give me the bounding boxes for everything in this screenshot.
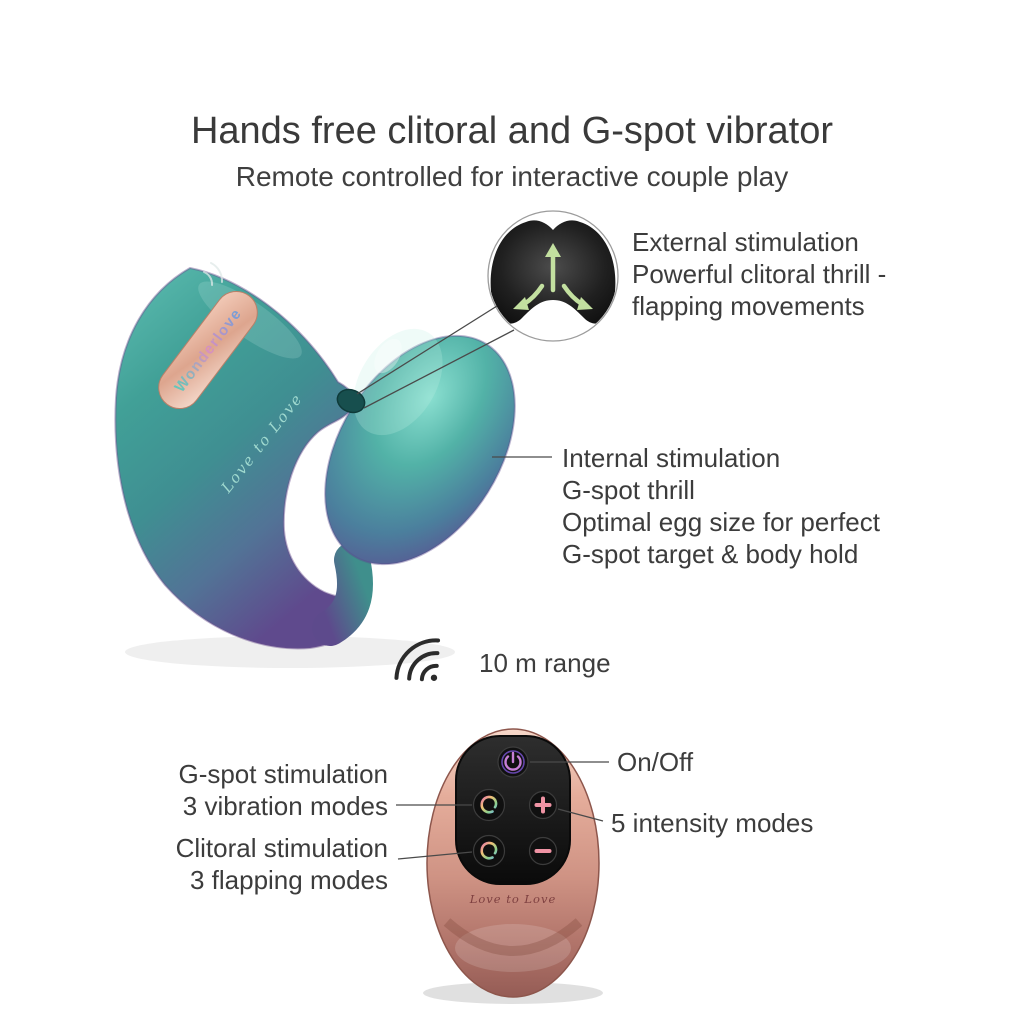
remote-brand-script: Love to Love <box>469 892 557 906</box>
clitoral-flapper-nub <box>336 388 366 414</box>
clitoral-mode-callout: Clitoral stimulation 3 flapping modes <box>176 832 388 896</box>
intensity-plus-button <box>528 790 558 820</box>
vibration-marks <box>203 262 224 286</box>
wave-mode-icon <box>480 795 498 814</box>
flapping-mode-button <box>472 834 506 868</box>
gspot-mode-callout: G-spot stimulation 3 vibration modes <box>178 758 388 822</box>
clitoral-callout-line <box>397 851 473 860</box>
callout-line-text: Internal stimulation <box>562 443 781 473</box>
plus-icon <box>534 796 552 814</box>
callout-line-text: Powerful clitoral thrill - <box>632 259 887 289</box>
wave-mode-icon <box>480 841 498 860</box>
shell-glow <box>455 924 571 972</box>
page-title: Hands free clitoral and G-spot vibrator <box>190 110 834 152</box>
wireless-waves-icon <box>394 638 441 682</box>
product-photo: Wonderlove Love to Love <box>114 262 516 650</box>
zoom-inset <box>487 210 619 342</box>
onoff-label: On/Off <box>617 747 694 777</box>
vibration-mode-button <box>472 788 506 822</box>
egg-sheen <box>353 328 443 436</box>
callout-line-text: Clitoral stimulation <box>175 833 388 863</box>
power-icon <box>504 751 522 771</box>
callout-line-text: G-spot thrill <box>562 475 695 505</box>
callout-line-text: flapping movements <box>632 291 865 321</box>
callout-lines <box>356 305 609 860</box>
intensity-label: 5 intensity modes <box>611 808 814 838</box>
product-shadow <box>125 636 455 668</box>
callout-line-text: External stimulation <box>632 227 859 257</box>
power-button <box>497 746 529 778</box>
callout-line-text: G-spot stimulation <box>178 759 388 789</box>
zoom-callout-line-bottom <box>363 329 515 409</box>
egg-specular <box>374 338 402 374</box>
callout-line-text: Optimal egg size for perfect <box>562 507 880 537</box>
product-neck <box>312 542 373 646</box>
shell-dark-swirl <box>443 918 583 956</box>
intensity-callout-line <box>557 808 604 822</box>
internal-stimulation-callout: Internal stimulation G-spot thrill Optim… <box>562 442 880 570</box>
zoom-callout-line-top <box>356 305 498 395</box>
arrow-heads <box>513 243 593 310</box>
external-stimulation-callout: External stimulation Powerful clitoral t… <box>632 226 886 322</box>
intensity-minus-button <box>528 836 558 866</box>
callout-line-text: 3 flapping modes <box>189 865 388 895</box>
page-subtitle: Remote controlled for interactive couple… <box>235 161 789 192</box>
callout-line-text: 3 vibration modes <box>182 791 388 821</box>
range-label: 10 m range <box>479 648 611 678</box>
callout-line-text: G-spot target & body hold <box>562 539 859 569</box>
remote-control: Love to Love <box>423 728 603 1004</box>
